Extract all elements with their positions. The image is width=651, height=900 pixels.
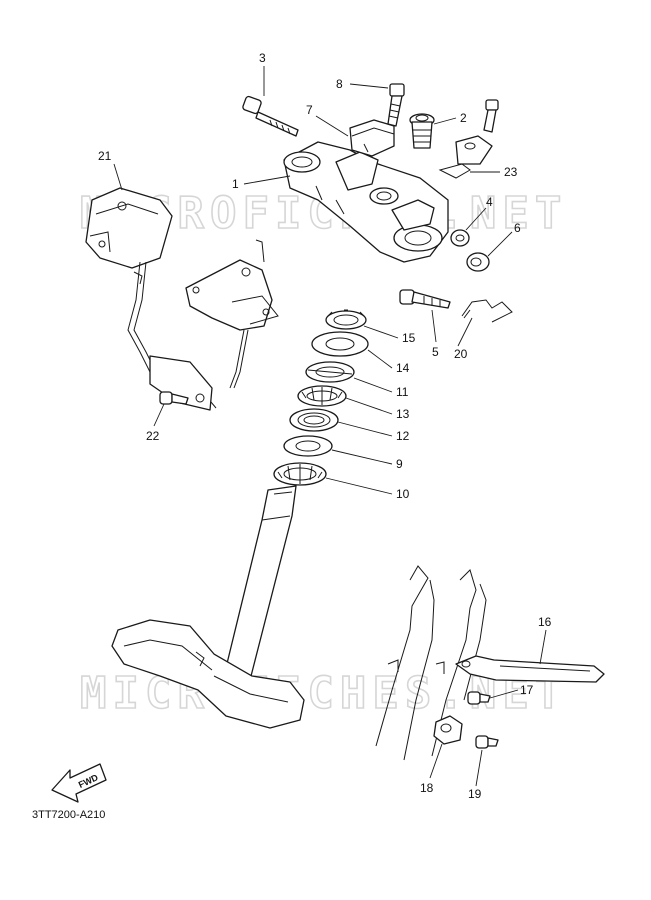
callout-13: 13 <box>396 407 410 421</box>
cap-part-6 <box>466 252 490 272</box>
callout-5: 5 <box>432 345 439 359</box>
leader-lines <box>113 66 547 787</box>
callout-14: 14 <box>396 361 410 375</box>
callout-1: 1 <box>232 177 239 191</box>
callout-8: 8 <box>336 77 343 91</box>
upper-bracket-part-1 <box>283 141 449 263</box>
bolt-part-2 <box>409 113 435 149</box>
washer-part-14 <box>311 331 369 357</box>
callout-16: 16 <box>538 615 552 629</box>
ring-nut-part-15 <box>325 309 367 330</box>
bolt-top-right <box>483 99 499 133</box>
callout-18: 18 <box>420 781 434 795</box>
bearing-part-10 <box>273 462 327 486</box>
callout-19: 19 <box>468 787 482 801</box>
steering-stem <box>111 485 305 729</box>
diagram-code: 3TT7200-A210 <box>32 809 105 821</box>
fork-tubes <box>375 565 487 761</box>
guide-part-16 <box>455 655 605 683</box>
bolt-part-3 <box>242 95 299 137</box>
callout-15: 15 <box>402 331 416 345</box>
callout-7: 7 <box>306 103 313 117</box>
bolt-part-8 <box>387 83 405 127</box>
callout-4: 4 <box>486 195 493 209</box>
callout-12: 12 <box>396 429 410 443</box>
callout-21: 21 <box>98 149 112 163</box>
callout-17: 17 <box>520 683 534 697</box>
callout-11: 11 <box>396 385 409 399</box>
callout-labels: 3 8 7 2 21 23 1 4 6 15 5 20 14 11 13 12 … <box>98 51 552 801</box>
bearing-part-11 <box>305 361 355 383</box>
bolt-part-5 <box>399 289 451 309</box>
holder-part-7 <box>349 119 395 157</box>
callout-22: 22 <box>146 429 160 443</box>
bearing-part-13 <box>297 385 347 407</box>
callout-3: 3 <box>259 51 266 65</box>
callout-2: 2 <box>460 111 467 125</box>
callout-6: 6 <box>514 221 521 235</box>
race-part-9 <box>283 435 333 457</box>
callout-10: 10 <box>396 487 410 501</box>
bracket-part-21 <box>85 187 217 411</box>
callout-23: 23 <box>504 165 518 179</box>
bolt-part-19 <box>475 735 499 749</box>
bolt-part-22 <box>159 391 189 405</box>
callout-9: 9 <box>396 457 403 471</box>
wire-part-20 <box>461 299 513 323</box>
clamp-part-23 <box>438 135 493 179</box>
seal-part-12 <box>289 408 339 432</box>
bolt-part-17 <box>467 691 491 705</box>
clamp-part-18 <box>433 715 463 745</box>
fwd-arrow-icon: FWD <box>51 763 107 803</box>
callout-20: 20 <box>454 347 468 361</box>
bracket-center <box>185 239 279 389</box>
nut-part-4 <box>450 229 470 247</box>
